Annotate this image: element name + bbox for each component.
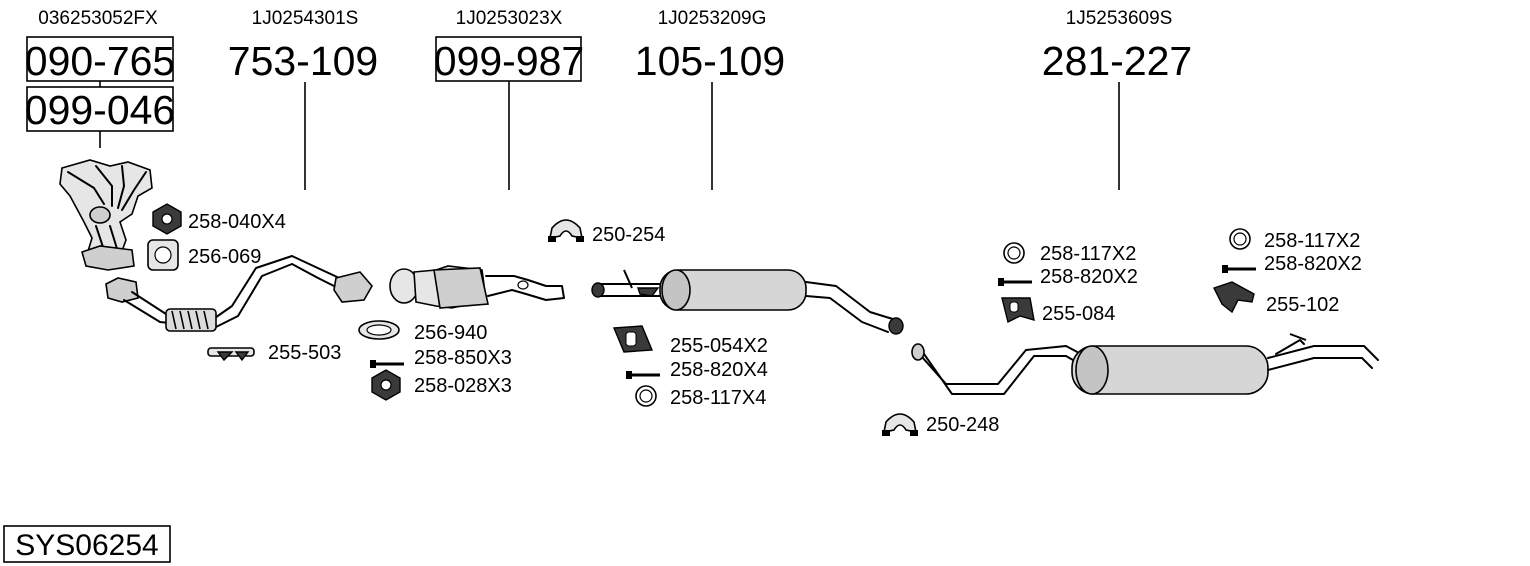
bolt-icon xyxy=(626,371,660,379)
rubber-mount-icon xyxy=(1001,297,1035,324)
oem-number-catalyst: 1J0253023X xyxy=(456,8,563,29)
bolt-icon xyxy=(1222,265,1256,273)
catalytic-converter-drawing xyxy=(389,265,565,309)
clamp-icon xyxy=(882,413,918,436)
part-number-manifold-b[interactable]: 099-046 xyxy=(25,87,175,133)
label-rear-mount-left[interactable]: 255-084 xyxy=(1042,303,1115,325)
label-clamp-rear[interactable]: 250-248 xyxy=(926,414,999,436)
rubber-ring-icon xyxy=(1003,242,1025,264)
rubber-ring-icon xyxy=(635,385,657,407)
label-rear-bolt-left[interactable]: 258-820X2 xyxy=(1040,266,1138,288)
label-rear-ring-right[interactable]: 258-117X2 xyxy=(1264,230,1360,252)
oem-number-rear-silencer: 1J5253609S xyxy=(1066,8,1173,29)
part-number-middle-silencer[interactable]: 105-109 xyxy=(635,38,785,84)
label-flange-gasket[interactable]: 256-940 xyxy=(414,322,487,344)
clamp-icon xyxy=(548,219,584,242)
rubber-mount-icon xyxy=(612,325,654,353)
bolt-icon xyxy=(998,278,1032,286)
rubber-ring-icon xyxy=(1229,228,1251,250)
hanger-icon xyxy=(207,347,255,362)
gasket-icon xyxy=(147,239,179,271)
label-middle-mount[interactable]: 255-054X2 xyxy=(670,335,768,357)
label-middle-bolt[interactable]: 258-820X4 xyxy=(670,359,768,381)
bolt-icon xyxy=(370,360,404,368)
part-number-manifold-a[interactable]: 090-765 xyxy=(25,38,175,84)
exhaust-manifold-drawing xyxy=(59,159,153,271)
rubber-mount-icon xyxy=(1213,281,1255,314)
part-number-catalyst[interactable]: 099-987 xyxy=(434,38,584,84)
system-code: SYS06254 xyxy=(15,529,158,562)
label-rear-bolt-right[interactable]: 258-820X2 xyxy=(1264,253,1362,275)
oem-number-middle-silencer: 1J0253209G xyxy=(658,8,767,29)
label-clamp-front[interactable]: 250-254 xyxy=(592,224,665,246)
middle-silencer-drawing xyxy=(591,269,904,335)
label-nut-front[interactable]: 258-028X3 xyxy=(414,375,512,397)
label-manifold-nut[interactable]: 258-040X4 xyxy=(188,211,286,233)
part-number-rear-silencer[interactable]: 281-227 xyxy=(1042,38,1192,84)
label-rear-ring-left[interactable]: 258-117X2 xyxy=(1040,243,1136,265)
label-middle-ring[interactable]: 258-117X4 xyxy=(670,387,766,409)
oem-number-manifold: 036253052FX xyxy=(38,8,158,29)
label-manifold-gasket[interactable]: 256-069 xyxy=(188,246,261,268)
gasket-icon xyxy=(358,320,400,340)
part-number-front-pipe[interactable]: 753-109 xyxy=(228,38,378,84)
rear-silencer-drawing xyxy=(911,333,1379,395)
hex-nut-icon xyxy=(152,203,182,235)
hex-nut-icon xyxy=(371,369,401,401)
front-pipe-drawing xyxy=(105,255,373,332)
label-front-pipe-hanger[interactable]: 255-503 xyxy=(268,342,341,364)
label-bolt-front[interactable]: 258-850X3 xyxy=(414,347,512,369)
system-code-box xyxy=(3,525,171,563)
label-rear-mount-right[interactable]: 255-102 xyxy=(1266,294,1339,316)
oem-number-front-pipe: 1J0254301S xyxy=(252,8,359,29)
